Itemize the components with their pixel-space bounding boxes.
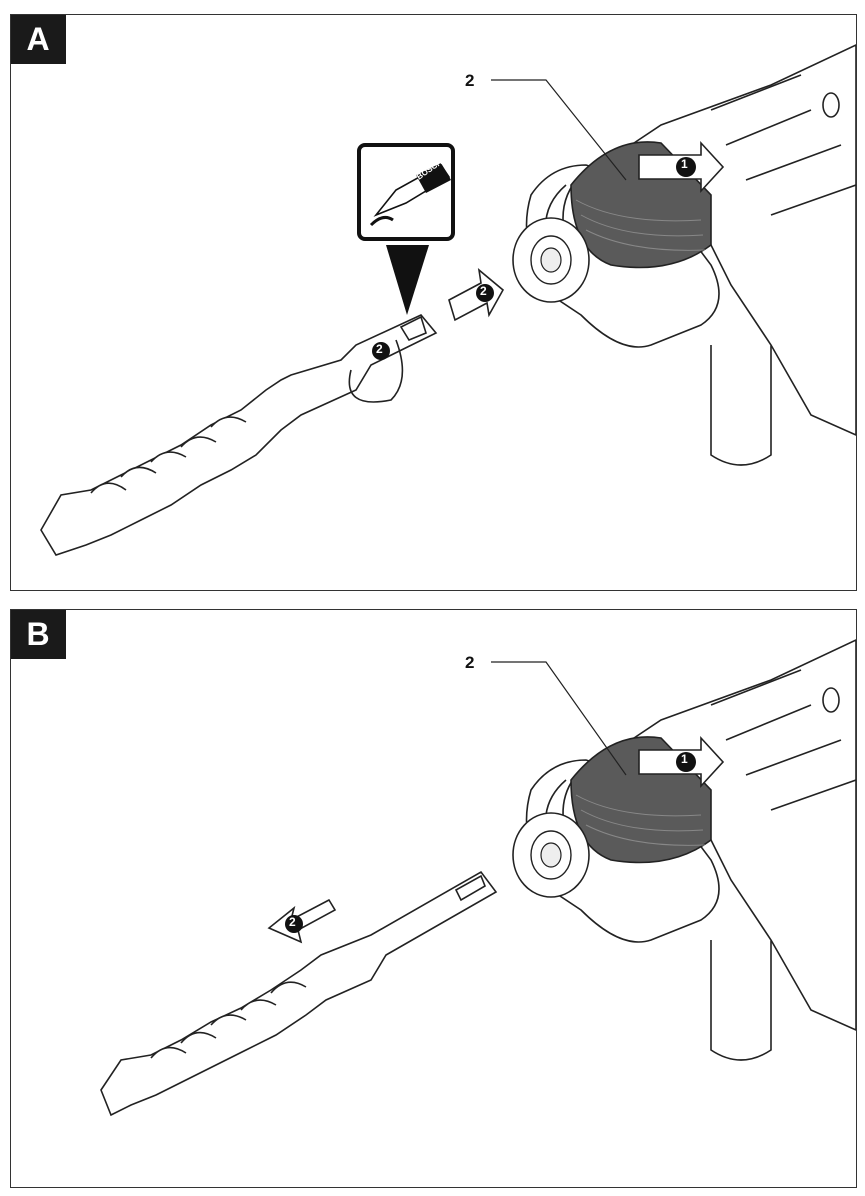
drill-bit [100, 870, 498, 1117]
step-2-badge: 2 [376, 342, 383, 356]
step-2-badge: 2 [289, 915, 296, 929]
step-1-badge: 1 [681, 752, 688, 766]
panel-label: B [11, 610, 66, 659]
step-2-badge: 2 [480, 284, 487, 298]
insert-arrow [448, 268, 505, 322]
figure-panel-b: B [10, 609, 857, 1188]
remove-arrow [267, 898, 337, 944]
pull-back-arrow [638, 140, 725, 194]
step-1-badge: 1 [681, 157, 688, 171]
panel-label: A [11, 15, 66, 64]
drill-body [599, 44, 856, 466]
illustration-b [100, 639, 856, 1117]
callout-number: 2 [465, 653, 475, 672]
pull-back-arrow [638, 735, 725, 789]
illustration-a [40, 44, 856, 556]
figure-panel-a: A [10, 14, 857, 591]
drill-bit [40, 314, 438, 556]
callout-number: 2 [465, 71, 475, 90]
grease-tube-inset [357, 143, 455, 315]
drill-body [599, 639, 856, 1061]
